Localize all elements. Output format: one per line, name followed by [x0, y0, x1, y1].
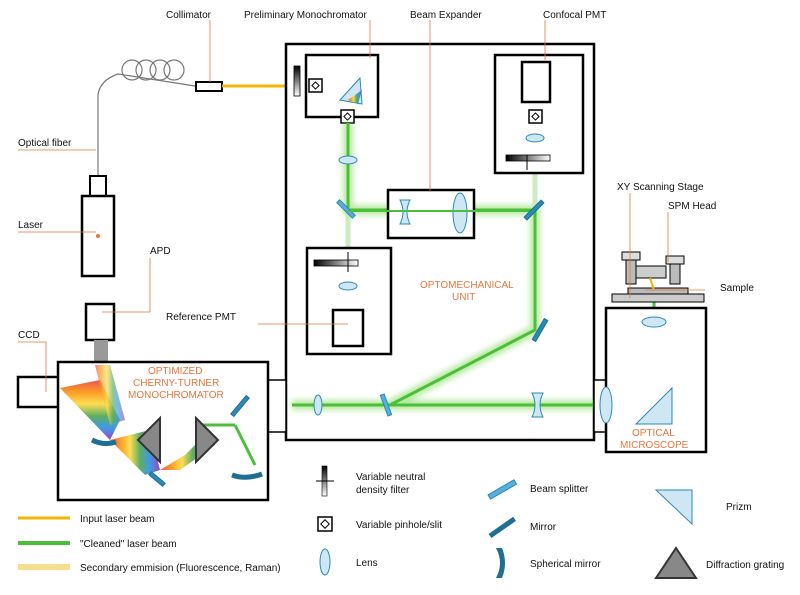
unit-title-monochromator-3: MONOCHROMATOR — [128, 390, 224, 401]
legend-icon-prizm — [654, 489, 693, 526]
label-confocal-pmt: Confocal PMT — [543, 10, 606, 21]
prism-microscope — [634, 386, 673, 425]
label-ccd: CCD — [18, 330, 40, 341]
legend-icon-beam-splitter — [487, 479, 518, 500]
unit-title-microscope-2: MICROSCOPE — [620, 440, 689, 451]
nd-filter-reference — [313, 259, 359, 267]
leader-lines — [18, 20, 705, 392]
unit-title-optomechanical-2: UNIT — [452, 292, 475, 303]
legend-icon-spherical-mirror — [496, 548, 505, 578]
mirror-2 — [523, 199, 545, 221]
laser-body — [80, 194, 116, 278]
label-beam-expander: Beam Expander — [410, 10, 482, 21]
mirror-monochromator-2 — [148, 470, 166, 488]
optical-fiber — [97, 59, 196, 176]
legend-pinhole: Variable pinhole/slit — [356, 520, 442, 531]
lens-microscope-entry — [599, 386, 613, 424]
diffraction-grating-2 — [195, 415, 220, 465]
lens-exit — [313, 394, 323, 416]
unit-title-optomechanical-1: OPTOMECHANICAL — [420, 280, 514, 291]
beam-splitter-1 — [336, 199, 356, 219]
legend-input-beam: Input laser beam — [80, 514, 155, 525]
label-preliminary-monochromator: Preliminary Monochromator — [244, 10, 367, 21]
label-laser: Laser — [18, 220, 44, 231]
legend-nd-filter-2: density filter — [356, 485, 410, 496]
lens-1 — [338, 155, 358, 165]
expander-lens-convex — [452, 192, 468, 234]
legend-mirror: Mirror — [530, 522, 557, 533]
label-xy-scanning-stage: XY Scanning Stage — [617, 182, 704, 193]
spherical-mirror-2 — [231, 471, 263, 480]
lens-reference — [338, 281, 358, 291]
optical-microscope-box — [604, 306, 708, 454]
spherical-mirror-1 — [90, 437, 117, 447]
mirror-3 — [531, 317, 549, 343]
legend-diffraction-grating: Diffraction grating — [706, 560, 784, 571]
beam-splitter-2 — [379, 393, 393, 417]
reference-pmt-detector — [331, 308, 365, 348]
ccd-detector — [16, 375, 62, 409]
legend-icon-diffraction-grating — [654, 546, 698, 579]
unit-title-microscope-1: OPTICAL — [632, 428, 675, 439]
objective-lens — [641, 316, 667, 328]
legend-spherical-mirror: Spherical mirror — [530, 559, 601, 570]
lens-concave-lower — [531, 392, 544, 418]
mirror-monochromator — [230, 394, 250, 418]
label-collimator: Collimator — [166, 10, 212, 21]
nd-filter-confocal — [505, 154, 551, 162]
legend-prizm: Prizm — [726, 502, 752, 513]
confocal-pmt-detector — [520, 60, 552, 104]
unit-title-monochromator-1: OPTIMIZED — [148, 366, 202, 377]
label-apd: APD — [150, 246, 171, 257]
label-spm-head: SPM Head — [668, 201, 716, 212]
spm-head — [621, 251, 685, 291]
legend-cleaned-beam: "Cleaned" laser beam — [80, 539, 177, 550]
label-reference-pmt: Reference PMT — [166, 312, 236, 323]
unit-title-monochromator-2: CHERNY-TURNER — [133, 378, 219, 389]
lens-confocal — [525, 133, 545, 143]
legend-icon-mirror — [488, 516, 517, 539]
diffraction-grating-1 — [136, 415, 161, 465]
legend-icon-lens — [319, 548, 331, 576]
label-optical-fiber: Optical fiber — [18, 138, 72, 149]
label-sample: Sample — [720, 283, 754, 294]
nd-filter-input — [293, 65, 301, 97]
legend-secondary-emission: Secondary emmision (Fluorescence, Raman) — [80, 563, 281, 574]
legend-nd-filter-1: Variable neutral — [356, 472, 425, 483]
legend-beam-splitter: Beam splitter — [530, 484, 589, 495]
legend-lens: Lens — [356, 558, 378, 569]
